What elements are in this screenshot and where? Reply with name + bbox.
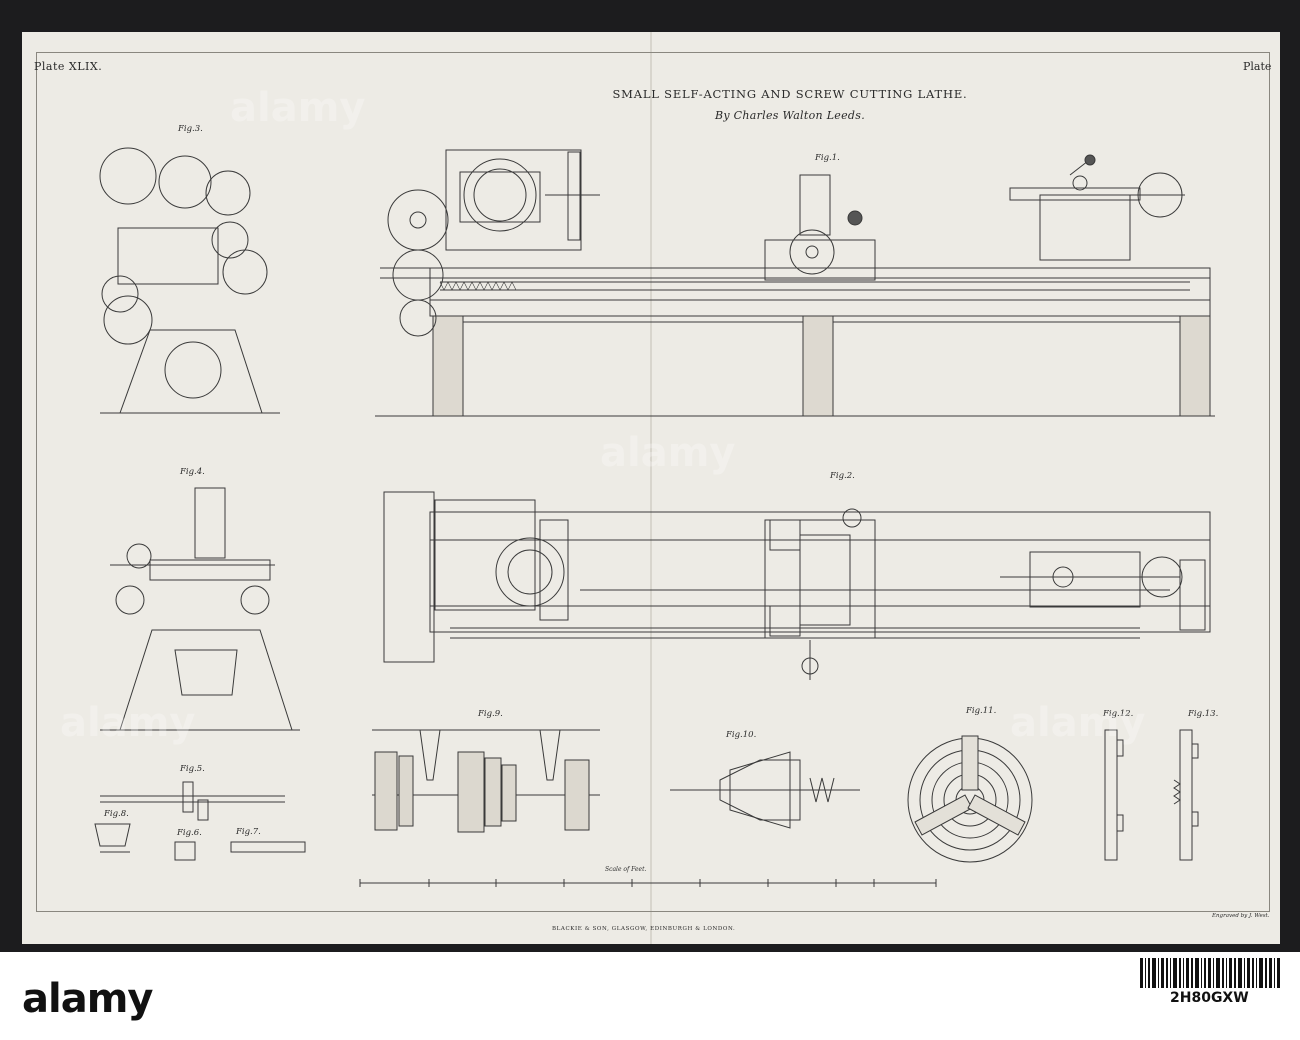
plate-number-left: Plate XLIX. [34,60,103,73]
stock-footer [0,952,1300,1040]
scale-label: Scale of Feet. [605,866,647,873]
fig2-label: Fig.2. [830,471,855,481]
publisher-imprint: BLACKIE & SON, GLASGOW, EDINBURGH & LOND… [552,926,736,932]
fig2-plan [383,491,1211,680]
watermark-text: alamy [60,700,196,746]
lathe-engraving [94,147,1215,887]
fig1-elevation [375,149,1215,417]
fig9-pulleys [372,729,600,833]
watermark-text: alamy [600,430,736,476]
small-figures [94,781,306,861]
fig4-saddle-section [100,487,300,731]
plate-byline: By Charles Walton Leeds. [714,109,866,122]
fig9-label: Fig.9. [478,709,503,719]
plate-border [36,52,1270,912]
fig11-label: Fig.11. [966,706,997,716]
watermark-text: alamy [230,85,366,131]
engraver-credit: Engraved by J. West. [1212,913,1270,919]
fig6-label: Fig.6. [177,828,202,838]
fig8-label: Fig.8. [104,809,129,819]
barcode-icon [1140,958,1280,988]
fig3-end-view [99,147,280,414]
image-id: 2H80GXW [1170,990,1249,1006]
fig4-label: Fig.4. [180,467,205,477]
fig1-label: Fig.1. [815,153,840,163]
brand-logo: alamy [22,976,153,1022]
fig13-label: Fig.13. [1188,709,1219,719]
fig12-13-sections [1104,729,1199,861]
fig10-label: Fig.10. [726,730,757,740]
scale-bar [359,879,937,887]
watermark-text: alamy [1010,700,1146,746]
plate-title: SMALL SELF-ACTING AND SCREW CUTTING LATH… [612,87,968,101]
fig3-label: Fig.3. [178,124,203,134]
fig12-label: Fig.12. [1103,709,1134,719]
fig11-chuck [907,735,1033,863]
fig7-label: Fig.7. [236,827,261,837]
fig5-label: Fig.5. [180,764,205,774]
fig10-spindle [670,751,860,829]
plate-number-right: Plate [1243,60,1272,73]
center-fold [650,32,652,944]
